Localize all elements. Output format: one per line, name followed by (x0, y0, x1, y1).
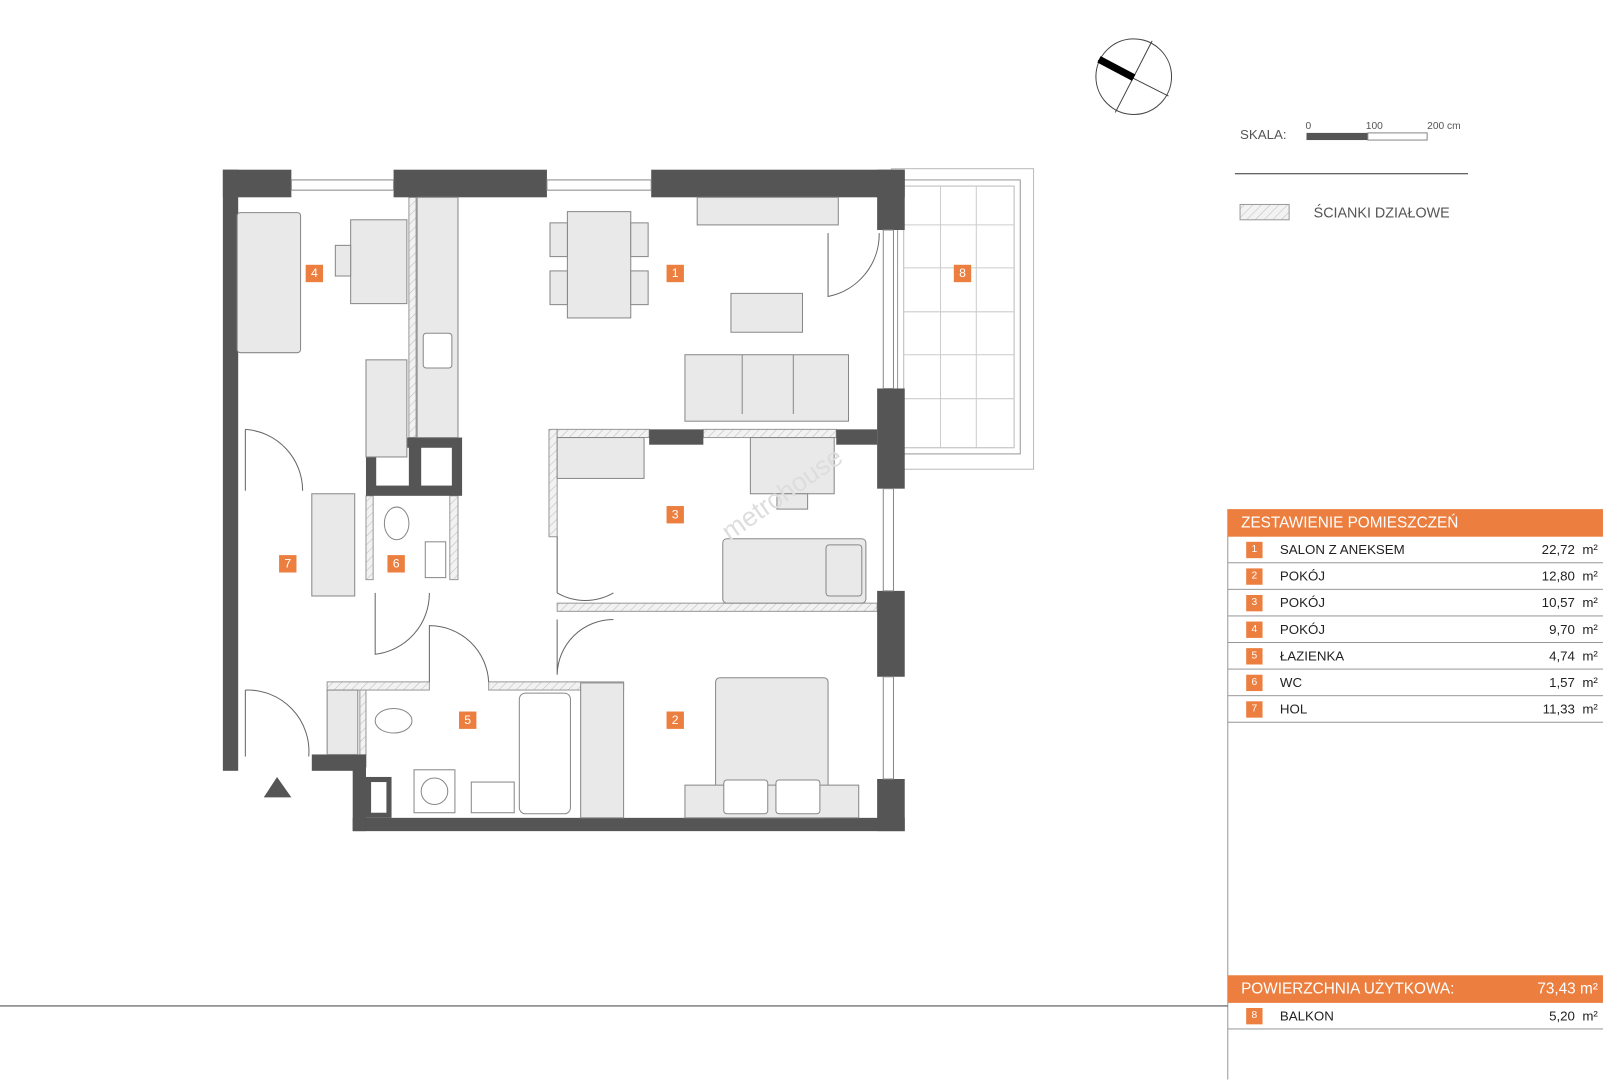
balcony (890, 168, 1035, 470)
scale-tick-200: 200 cm (1427, 120, 1461, 132)
room-number-badge: 4 (1246, 621, 1263, 638)
room-number-badge: 5 (1246, 648, 1263, 665)
balcony-row: 8 BALKON 5,20 m² (1227, 1003, 1603, 1030)
room-number-badge: 6 (1246, 674, 1263, 692)
table-row: 5 ŁAZIENKA 4,74 m² (1227, 643, 1603, 670)
room-area: 9,70 m² (1549, 621, 1598, 637)
scale-tick-0: 0 (1305, 120, 1312, 132)
table-title: ZESTAWIENIE POMIESZCZEŃ (1227, 509, 1603, 537)
north-compass-icon (1095, 38, 1173, 116)
table-row: 1 SALON Z ANEKSEM 22,72 m² (1227, 537, 1603, 564)
room-summary-table: ZESTAWIENIE POMIESZCZEŃ 1 SALON Z ANEKSE… (1227, 509, 1603, 723)
room-area: 4,74 m² (1549, 648, 1598, 664)
usable-area-row: POWIERZCHNIA UŻYTKOWA: 73,43 m² (1227, 975, 1603, 1003)
usable-area-value: 73,43 m² (1537, 980, 1598, 998)
room-area: 11,33 m² (1542, 701, 1598, 717)
room-name: HOL (1279, 701, 1308, 717)
room-name: POKÓJ (1279, 594, 1325, 611)
room-marker-2: 2 (666, 711, 684, 729)
room-area: 12,80 m² (1541, 568, 1598, 584)
room-area: 1,57 m² (1549, 674, 1598, 691)
partition-legend-label: ŚCIANKI DZIAŁOWE (1313, 204, 1450, 221)
entrance-marker-icon (263, 776, 292, 798)
windows (290, 179, 895, 780)
doors (244, 233, 880, 757)
room-number-badge: 3 (1246, 594, 1263, 612)
furniture (236, 196, 867, 819)
room-name: ŁAZIENKA (1279, 648, 1345, 664)
room-marker-7: 7 (279, 555, 297, 573)
room-number-badge: 7 (1246, 701, 1263, 718)
room-area: 5,20 m² (1549, 1007, 1598, 1024)
room-area: 10,57 m² (1541, 594, 1598, 611)
room-name: SALON Z ANEKSEM (1279, 541, 1405, 558)
room-marker-3: 3 (666, 506, 684, 524)
usable-area-label: POWIERZCHNIA UŻYTKOWA: (1241, 980, 1455, 998)
usable-area-summary: POWIERZCHNIA UŻYTKOWA: 73,43 m² 8 BALKON… (1227, 975, 1603, 1030)
room-name: BALKON (1279, 1007, 1334, 1024)
room-name: POKÓJ (1279, 621, 1325, 637)
table-row: 3 POKÓJ 10,57 m² (1227, 590, 1603, 617)
scale-bar (1306, 132, 1428, 141)
table-row: 4 POKÓJ 9,70 m² (1227, 616, 1603, 644)
room-marker-1: 1 (666, 264, 684, 283)
room-number-badge: 8 (1246, 1007, 1263, 1025)
room-area: 22,72 m² (1541, 541, 1598, 558)
structural-walls (222, 169, 905, 832)
room-marker-6: 6 (387, 555, 405, 573)
room-marker-5: 5 (459, 711, 477, 729)
room-name: WC (1279, 674, 1303, 691)
room-name: POKÓJ (1279, 568, 1325, 584)
table-row: 2 POKÓJ 12,80 m² (1227, 563, 1603, 590)
room-marker-4: 4 (305, 264, 324, 283)
room-number-badge: 1 (1246, 541, 1263, 559)
room-number-badge: 2 (1246, 568, 1263, 585)
scale-tick-100: 100 (1365, 120, 1383, 132)
scale-label: SKALA: (1240, 126, 1287, 143)
room-marker-8: 8 (953, 264, 972, 283)
table-row: 7 HOL 11,33 m² (1227, 696, 1603, 723)
partition-legend-swatch (1239, 203, 1290, 221)
table-row: 6 WC 1,57 m² (1227, 670, 1603, 697)
